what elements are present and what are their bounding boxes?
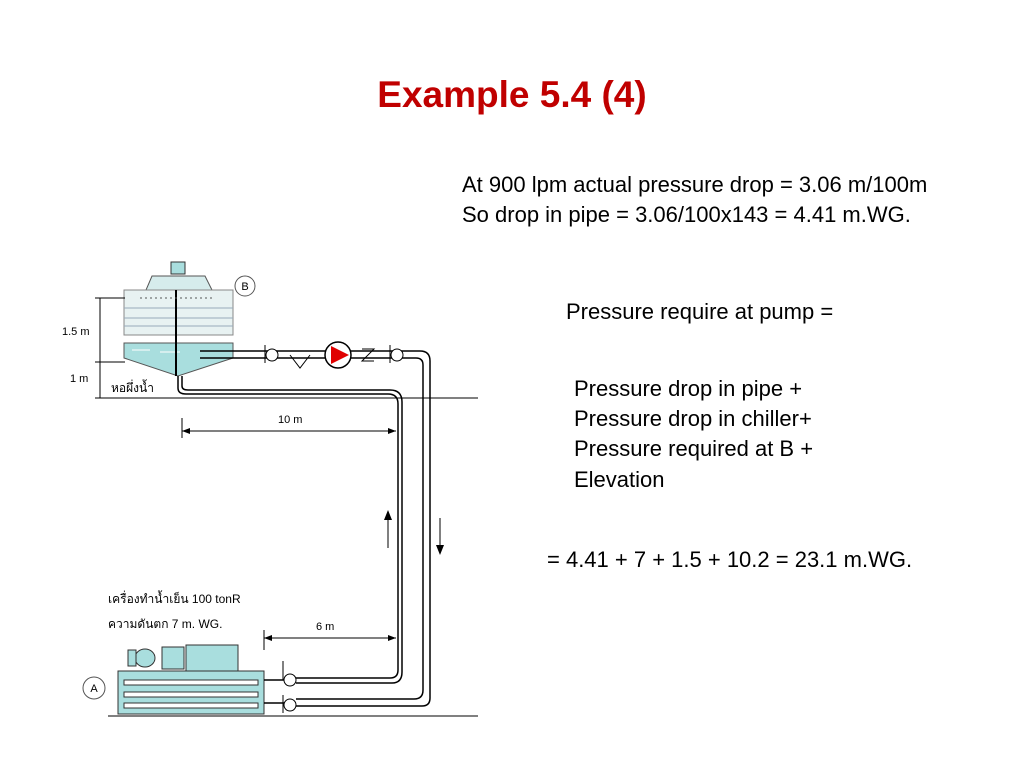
tower-top bbox=[145, 275, 213, 291]
chiller-motor bbox=[134, 648, 156, 668]
term-chiller-drop: Pressure drop in chiller+ bbox=[574, 406, 812, 431]
calc-line-1: At 900 lpm actual pressure drop = 3.06 m… bbox=[462, 172, 928, 197]
supply-pipe bbox=[200, 350, 431, 707]
point-b-marker bbox=[234, 275, 256, 297]
cooling-tower-label: หอผึ่งน้ำ bbox=[111, 379, 154, 395]
return-pipe bbox=[177, 376, 403, 684]
tower-body bbox=[123, 289, 234, 336]
flow-arrow-up bbox=[384, 510, 392, 548]
check-valve bbox=[360, 348, 376, 362]
chiller bbox=[117, 644, 296, 715]
calc-line-2: So drop in pipe = 3.06/100x143 = 4.41 m.… bbox=[462, 202, 911, 227]
dim-horizontal-bottom-label: 6 m bbox=[316, 621, 334, 633]
chiller-label-2: ความดันตก 7 m. WG. bbox=[108, 617, 222, 631]
chiller-compressor bbox=[185, 644, 239, 672]
point-a-marker bbox=[82, 676, 106, 700]
valve-chiller-bottom bbox=[282, 695, 297, 713]
pressure-require-heading: Pressure require at pump = bbox=[566, 299, 834, 324]
strainer bbox=[289, 354, 311, 369]
dim-6m bbox=[263, 630, 396, 650]
term-elevation: Elevation bbox=[574, 467, 665, 492]
valve-suction bbox=[264, 345, 279, 363]
dim-basin-label: 1 m bbox=[70, 373, 88, 385]
dim-tower-height-label: 1.5 m bbox=[62, 326, 90, 338]
chiller-motor-box bbox=[161, 646, 185, 670]
term-pressure-b: Pressure required at B + bbox=[574, 436, 814, 461]
term-pipe-drop: Pressure drop in pipe + bbox=[574, 376, 803, 401]
slide-title: Example 5.4 (4) bbox=[377, 74, 647, 115]
pump bbox=[324, 341, 352, 369]
result-line: = 4.41 + 7 + 1.5 + 10.2 = 23.1 m.WG. bbox=[547, 547, 913, 572]
tower-basin bbox=[123, 342, 234, 377]
cooling-tower bbox=[123, 261, 234, 377]
valve-chiller-top bbox=[282, 661, 297, 687]
dim-10m bbox=[181, 418, 396, 438]
dim-horizontal-top-label: 10 m bbox=[278, 414, 302, 426]
point-b-label: B bbox=[241, 281, 248, 293]
point-a-label: A bbox=[90, 683, 98, 695]
valve-discharge bbox=[389, 345, 404, 363]
tower-fan-motor bbox=[170, 261, 186, 275]
flow-arrow-down bbox=[436, 518, 444, 555]
chiller-label-1: เครื่องทำน้ำเย็น 100 tonR bbox=[108, 590, 241, 606]
